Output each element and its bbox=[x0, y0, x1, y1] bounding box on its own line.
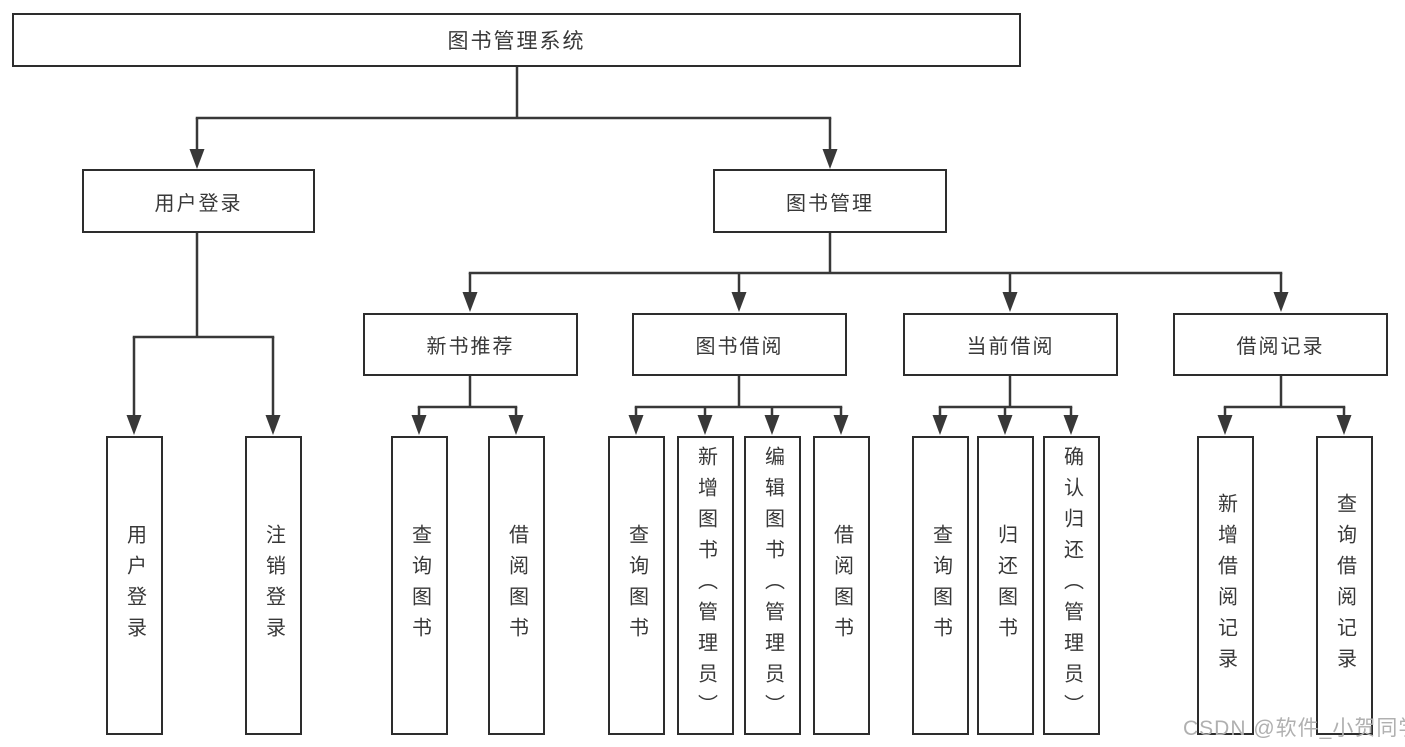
node-label: 新书推荐 bbox=[426, 336, 515, 358]
node-label: 查询借阅记录 bbox=[1333, 492, 1356, 679]
csdn-watermark: CSDN @软件_小贺同学 bbox=[1183, 717, 1405, 740]
leaf-records-add: 新增借阅记录 bbox=[1197, 436, 1254, 735]
node-label: 编辑图书（管理员） bbox=[761, 446, 784, 725]
node-label: 查询图书 bbox=[408, 523, 431, 648]
leaf-current-confirm-admin: 确认归还（管理员） bbox=[1043, 436, 1100, 735]
node-label: 确认归还（管理员） bbox=[1060, 446, 1083, 725]
node-label: 当前借阅 bbox=[966, 336, 1055, 358]
node-label: 新增图书（管理员） bbox=[694, 446, 717, 725]
leaf-borrow-query: 查询图书 bbox=[608, 436, 665, 735]
node-label: 归还图书 bbox=[994, 523, 1017, 648]
leaf-borrow-add-admin: 新增图书（管理员） bbox=[677, 436, 734, 735]
node-label: 图书借阅 bbox=[695, 336, 784, 358]
node-label: 用户登录 bbox=[154, 192, 243, 215]
node-current-borrow: 当前借阅 bbox=[903, 313, 1118, 376]
leaf-current-return: 归还图书 bbox=[977, 436, 1034, 735]
node-book-borrow: 图书借阅 bbox=[632, 313, 847, 376]
node-book-management: 图书管理 bbox=[713, 169, 947, 233]
node-label: 查询图书 bbox=[625, 523, 648, 648]
leaf-user-login: 用户登录 bbox=[106, 436, 163, 735]
node-label: 借阅图书 bbox=[830, 523, 853, 648]
node-label: 借阅记录 bbox=[1236, 336, 1325, 358]
node-label: 查询图书 bbox=[929, 523, 952, 648]
node-system-root: 图书管理系统 bbox=[12, 13, 1021, 67]
node-label: 图书管理系统 bbox=[447, 30, 586, 53]
leaf-logout: 注销登录 bbox=[245, 436, 302, 735]
leaf-newbook-query: 查询图书 bbox=[391, 436, 448, 735]
leaf-records-query: 查询借阅记录 bbox=[1316, 436, 1373, 735]
leaf-borrow-book: 借阅图书 bbox=[813, 436, 870, 735]
node-label: 新增借阅记录 bbox=[1214, 492, 1237, 679]
node-label: 借阅图书 bbox=[505, 523, 528, 648]
node-label: 图书管理 bbox=[786, 192, 874, 215]
node-label: 用户登录 bbox=[123, 523, 146, 648]
node-new-book-recommend: 新书推荐 bbox=[363, 313, 578, 376]
node-label: 注销登录 bbox=[262, 523, 285, 648]
node-user-login-group: 用户登录 bbox=[82, 169, 315, 233]
leaf-current-query: 查询图书 bbox=[912, 436, 969, 735]
node-borrow-records: 借阅记录 bbox=[1173, 313, 1388, 376]
leaf-newbook-borrow: 借阅图书 bbox=[488, 436, 545, 735]
leaf-borrow-edit-admin: 编辑图书（管理员） bbox=[744, 436, 801, 735]
